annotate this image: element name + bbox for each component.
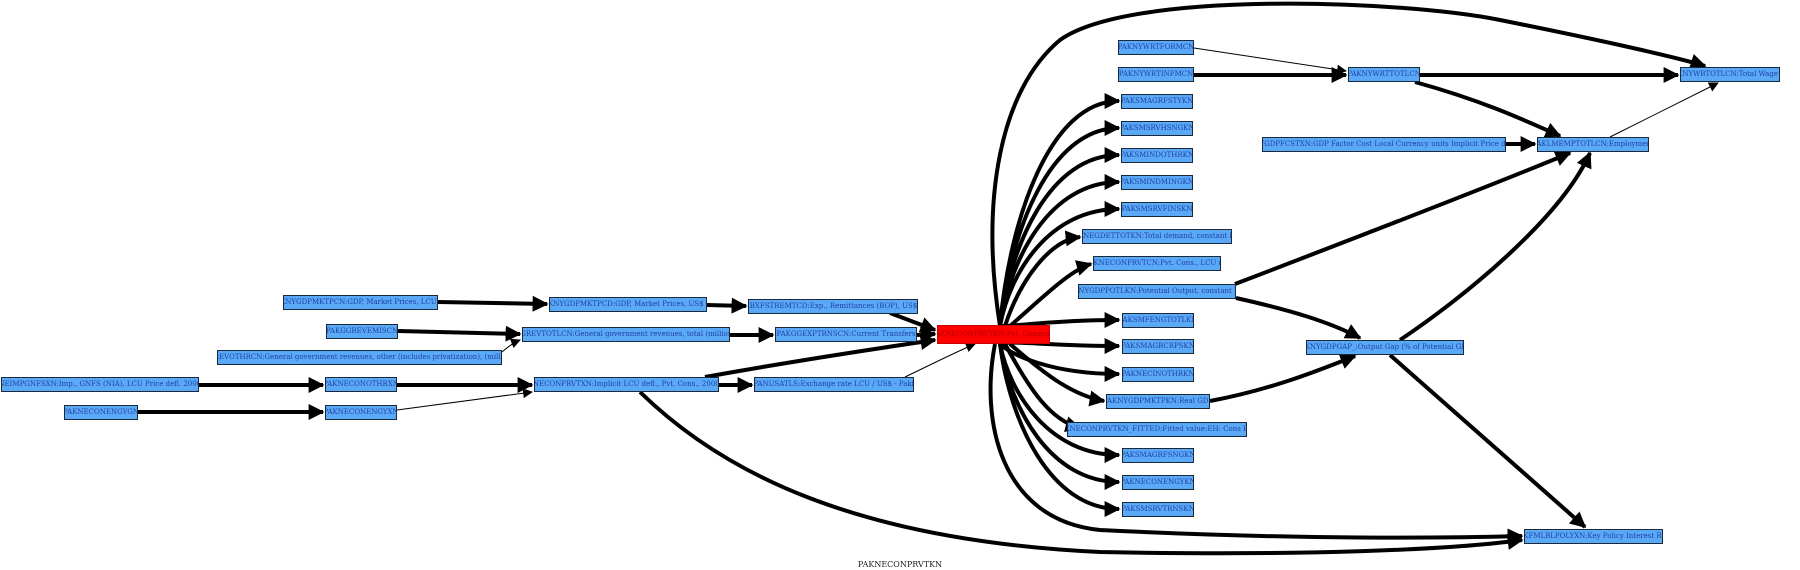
node-paklmemptotlcn[interactable]: PAKLMEMPTOTLCN:Employment bbox=[1537, 137, 1649, 152]
edge-ggexptrnscn-center bbox=[916, 326, 937, 343]
node-paknygdpmktpcn[interactable]: PAKNYGDPMKTPCN:GDP, Market Prices, LCU m… bbox=[283, 295, 438, 310]
edge-center-msrvfinskn bbox=[998, 201, 1121, 327]
node-paknygdpmktpkn[interactable]: PAKNYGDPMKTPKN:Real GDP bbox=[1106, 394, 1210, 409]
node-pakneconengyxn[interactable]: PAKNECONENGYXN bbox=[325, 405, 397, 420]
edge-ggrevemiscn-ggrevtotlcn bbox=[397, 325, 522, 342]
edge-gdppotlkn-lmemptotlcn bbox=[1234, 151, 1572, 286]
edge-center-smsrvtrnskn bbox=[998, 343, 1121, 517]
edge-layer bbox=[138, 1, 1719, 556]
node-pakneconengykn[interactable]: PAKNECONENGYKN bbox=[1122, 475, 1194, 490]
node-pakneconengygn[interactable]: PAKNECONENGYGN bbox=[64, 405, 138, 420]
node-pakggrevothrcn[interactable]: PAKGGREVOTHRCN:General government revenu… bbox=[217, 350, 502, 365]
node-paknecinothrkn[interactable]: PAKNECINOTHRKN bbox=[1122, 367, 1194, 382]
node-pakneconothrxn[interactable]: PAKNECONOTHRXN bbox=[325, 377, 397, 392]
edge-lmemptotlcn-wbtotlcn bbox=[1609, 82, 1719, 138]
edge-neconprvtxn-center bbox=[704, 334, 937, 379]
edge-wrttotlcn-lmemptotlcn bbox=[1414, 80, 1562, 138]
node-pakfmlblpolyxn[interactable]: PAKFMLBLPOLYXN:Key Policy Interest Rate bbox=[1524, 529, 1663, 544]
node-paknegdettotkn[interactable]: PAKNEGDETTOTKN:Total demand, constant LC… bbox=[1082, 229, 1232, 244]
node-pakggrevemiscn[interactable]: PAKGGREVEMISCN bbox=[326, 324, 398, 339]
node-pakneconprvtcn[interactable]: PAKNECONPRVTCN:Pvt. Cons., LCU mn bbox=[1093, 256, 1221, 271]
edge-panusatls-center bbox=[904, 342, 976, 378]
node-paksmfengtotlkn[interactable]: PAKSMFENGTOTLKN bbox=[1122, 313, 1194, 328]
edge-center-fmlblpolyxn bbox=[988, 343, 1524, 545]
node-paknygdpmktpcd[interactable]: PAKNYGDPMKTPCD:GDP, Market Prices, US$ m… bbox=[549, 297, 707, 312]
edge-gdpgap-fmlblpolyxn bbox=[1388, 353, 1587, 529]
node-paksmindothrkn[interactable]: PAKSMINDOTHRKN bbox=[1121, 148, 1193, 163]
node-paknywrtinfmcn[interactable]: PAKNYWRTINFMCN bbox=[1118, 67, 1194, 82]
node-paknywbtotlcn[interactable]: PAKNYWBTOTLCN:Total Wage Bill bbox=[1680, 67, 1780, 82]
edge-gdpmktpkn-gdpgap bbox=[1209, 353, 1357, 403]
node-paksmsrvfinskn[interactable]: PAKSMSRVFINSKN bbox=[1121, 202, 1193, 217]
graph-title: PAKNECONPRVTKN bbox=[857, 560, 943, 569]
node-paksmsrvhsngkn[interactable]: PAKSMSRVHSNGKN bbox=[1121, 121, 1193, 136]
node-pakbxfstremtcd[interactable]: PAKBXFSTREMTCD:Exp., Remittances (BOP), … bbox=[748, 299, 918, 314]
edge-center-gdettotkn bbox=[1003, 230, 1082, 327]
node-pakneimpgnfsxn[interactable]: PAKNEIMPGNFSXN:Imp., GNFS (NIA), LCU Pri… bbox=[1, 377, 199, 392]
node-pakpanusatls[interactable]: PAKPANUSATLS:Exchange rate LCU / US$ - P… bbox=[754, 377, 914, 392]
node-paknywrtformcn[interactable]: PAKNYWRTFORMCN bbox=[1118, 40, 1194, 55]
edge-gdpmktpcd-bxfstremtcd bbox=[706, 297, 748, 314]
edge-center-necinothrkn bbox=[998, 342, 1121, 382]
node-pakneconprvtxn[interactable]: PAKNECONPRVTXN:Implicit LCU defl., Pvt. … bbox=[534, 377, 719, 392]
edge-gdpmktpcn-gdpmktpcd bbox=[437, 295, 549, 312]
node-paknygdpfcstxn[interactable]: PAKNYGDPFCSTXN:GDP Factor Cost Local Cur… bbox=[1262, 137, 1506, 152]
node-paksmindmingkn[interactable]: PAKSMINDMINGKN bbox=[1121, 175, 1193, 190]
node-pakneconprvtkn-center[interactable]: PAKNECONPRVTKN:Pvt. Consump bbox=[937, 325, 1050, 344]
node-paknywrttotlcn[interactable]: PAKNYWRTTOTLCN bbox=[1348, 67, 1420, 82]
node-paksmagrfsngkn[interactable]: PAKSMAGRFSNGKN bbox=[1122, 448, 1194, 463]
node-paknygdppotlkn[interactable]: PAKNYGDPPOTLKN:Potential Output, constan… bbox=[1078, 284, 1236, 299]
edge-center-gdpmktpkn bbox=[1008, 342, 1106, 407]
edge-gdppotlkn-gdpgap bbox=[1235, 296, 1362, 340]
edge-wrtformcn-wrttotlcn bbox=[1193, 47, 1347, 75]
node-paksmagrcrpskn[interactable]: PAKSMAGRCRPSKN bbox=[1122, 339, 1194, 354]
edge-center-wbtotlcn bbox=[990, 1, 1707, 327]
node-pakggrevtotlcn[interactable]: PAKGGREVTOTLCN:General government revenu… bbox=[522, 327, 730, 342]
node-paksmagrfstykn[interactable]: PAKSMAGRFSTYKN bbox=[1121, 94, 1193, 109]
node-pakneconprvtkn-fitted[interactable]: PAKNECONPRVTKN_FITTED:Fitted value:EH: C… bbox=[1067, 422, 1247, 437]
edge-gdpgap-lmemptotlcn bbox=[1398, 151, 1592, 342]
edge-ggrevothrcn-ggrevtotlcn bbox=[501, 338, 521, 353]
node-paksmsrvtrnskn[interactable]: PAKSMSRVTRNSKN bbox=[1122, 502, 1194, 517]
node-paknygdpgap[interactable]: PAKNYGDPGAP_:Output Gap (% of Potential … bbox=[1306, 340, 1464, 355]
edge-neconprvtxn-fmlblpolyxn bbox=[638, 390, 1524, 556]
node-pakggexptrnscn[interactable]: PAKGGEXPTRNSCN:Current Transfers bbox=[775, 327, 917, 342]
edge-center-conprvtcn bbox=[1008, 260, 1093, 328]
edge-neconengyxn-neconprvtxn bbox=[396, 388, 533, 411]
